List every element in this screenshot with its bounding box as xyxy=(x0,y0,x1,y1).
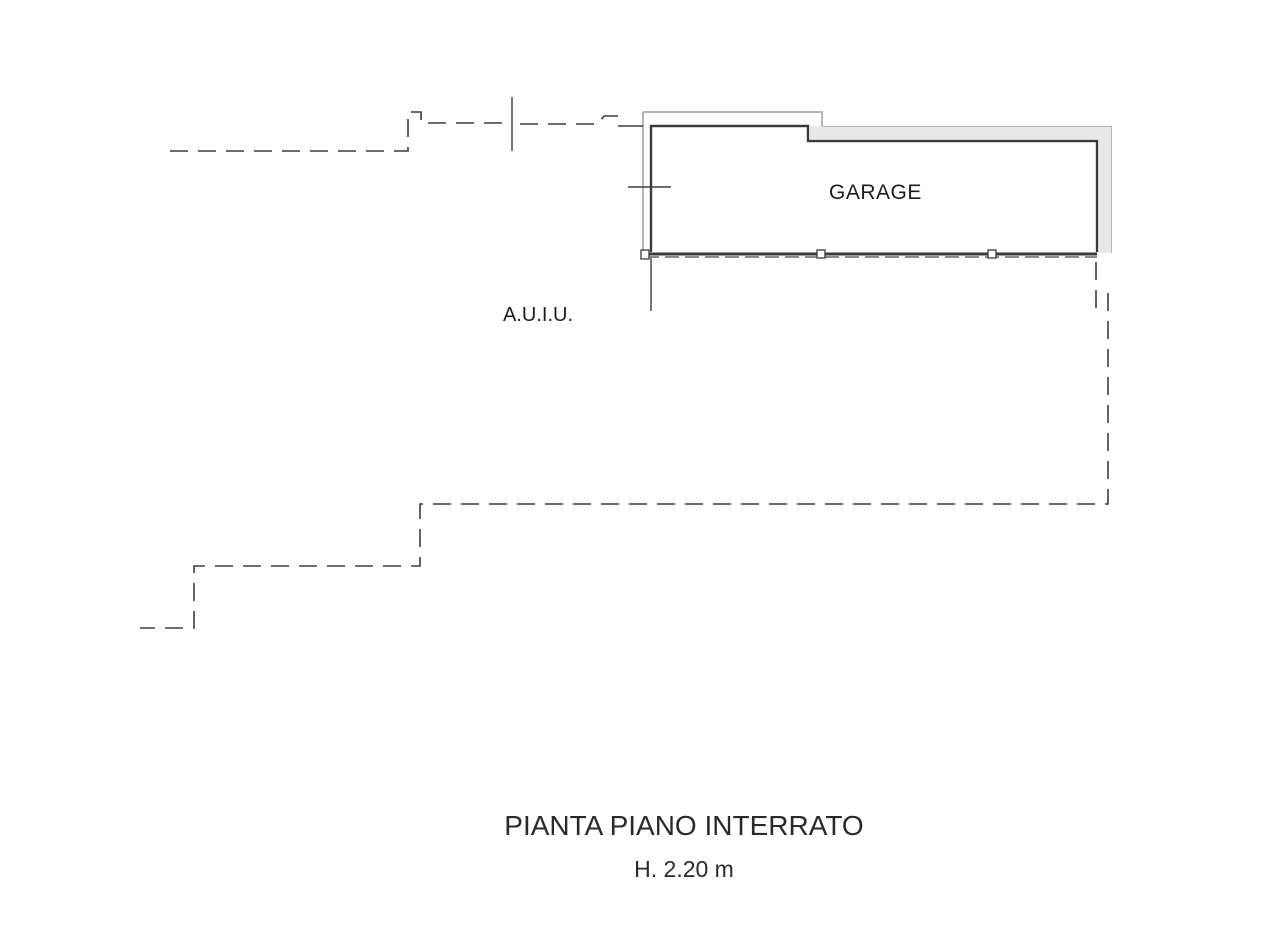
door-post-left xyxy=(640,249,650,260)
garage-room-label: GARAGE xyxy=(829,181,922,204)
wall-ticks xyxy=(511,97,671,311)
door-post-middle xyxy=(816,249,826,259)
plan-title: PIANTA PIANO INTERRATO xyxy=(504,810,864,841)
auiu-room-label: A.U.I.U. xyxy=(503,304,574,326)
garage-door-line xyxy=(640,249,1097,260)
lower-boundary-dashed xyxy=(140,262,1109,629)
plan-height-note: H. 2.20 m xyxy=(634,856,734,882)
door-post-right xyxy=(987,249,997,259)
garage-walls xyxy=(642,111,1112,253)
upper-boundary-dashed xyxy=(170,111,643,152)
